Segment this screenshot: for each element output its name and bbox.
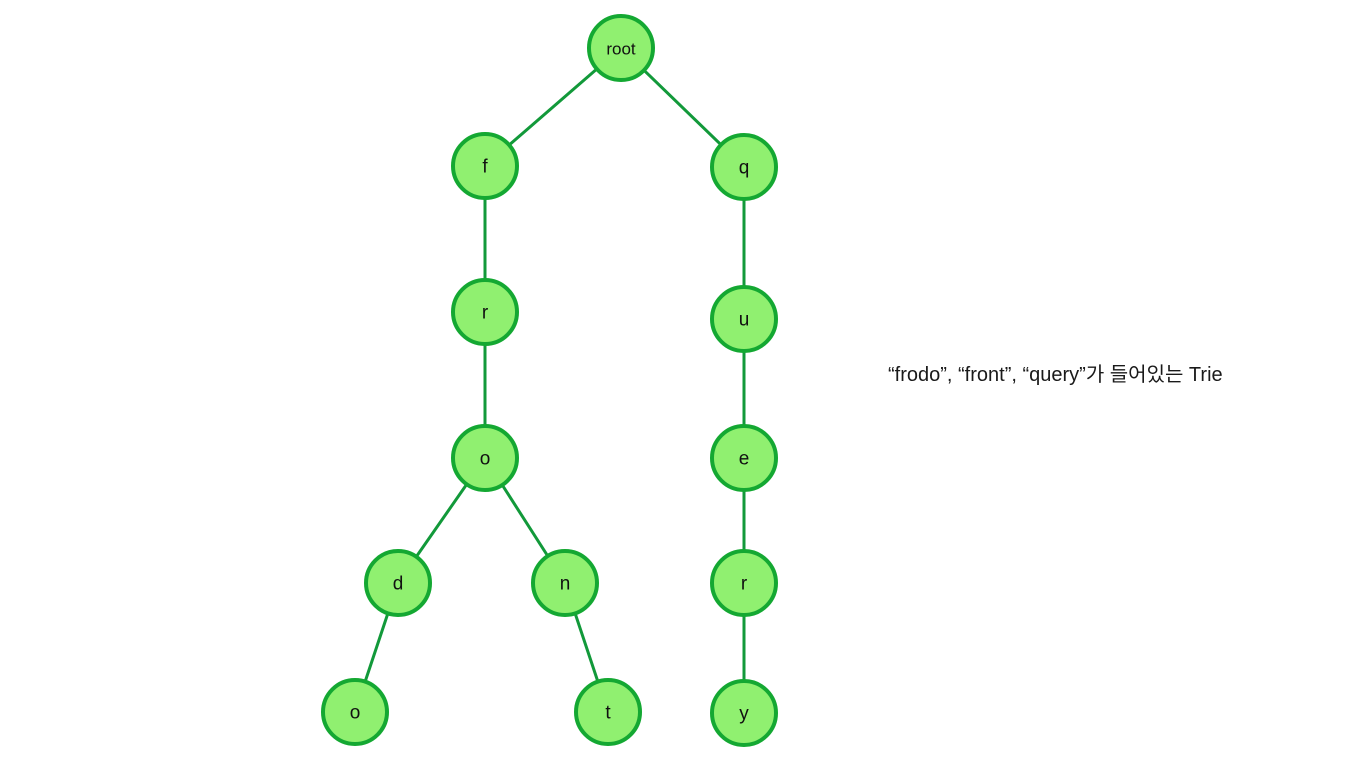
node-circle-q[interactable] xyxy=(710,133,778,201)
node-circle-f[interactable] xyxy=(451,132,519,200)
trie-node-u[interactable]: u xyxy=(710,285,778,353)
node-circle-root[interactable] xyxy=(587,14,655,82)
trie-node-n[interactable]: n xyxy=(531,549,599,617)
node-circle-n[interactable] xyxy=(531,549,599,617)
trie-node-o2[interactable]: o xyxy=(321,678,389,746)
node-circle-u[interactable] xyxy=(710,285,778,353)
trie-node-r1[interactable]: r xyxy=(451,278,519,346)
node-circle-o1[interactable] xyxy=(451,424,519,492)
diagram-caption: “frodo”, “front”, “query”가 들어있는 Trie xyxy=(888,364,1223,386)
node-circle-r1[interactable] xyxy=(451,278,519,346)
node-circle-e[interactable] xyxy=(710,424,778,492)
trie-node-r2[interactable]: r xyxy=(710,549,778,617)
node-circle-y[interactable] xyxy=(710,679,778,747)
trie-node-root[interactable]: root xyxy=(587,14,655,82)
node-circle-r2[interactable] xyxy=(710,549,778,617)
node-circle-t[interactable] xyxy=(574,678,642,746)
trie-node-q[interactable]: q xyxy=(710,133,778,201)
trie-node-e[interactable]: e xyxy=(710,424,778,492)
node-circle-d[interactable] xyxy=(364,549,432,617)
trie-node-t[interactable]: t xyxy=(574,678,642,746)
trie-node-f[interactable]: f xyxy=(451,132,519,200)
trie-node-o1[interactable]: o xyxy=(451,424,519,492)
node-circle-o2[interactable] xyxy=(321,678,389,746)
trie-node-y[interactable]: y xyxy=(710,679,778,747)
trie-node-d[interactable]: d xyxy=(364,549,432,617)
